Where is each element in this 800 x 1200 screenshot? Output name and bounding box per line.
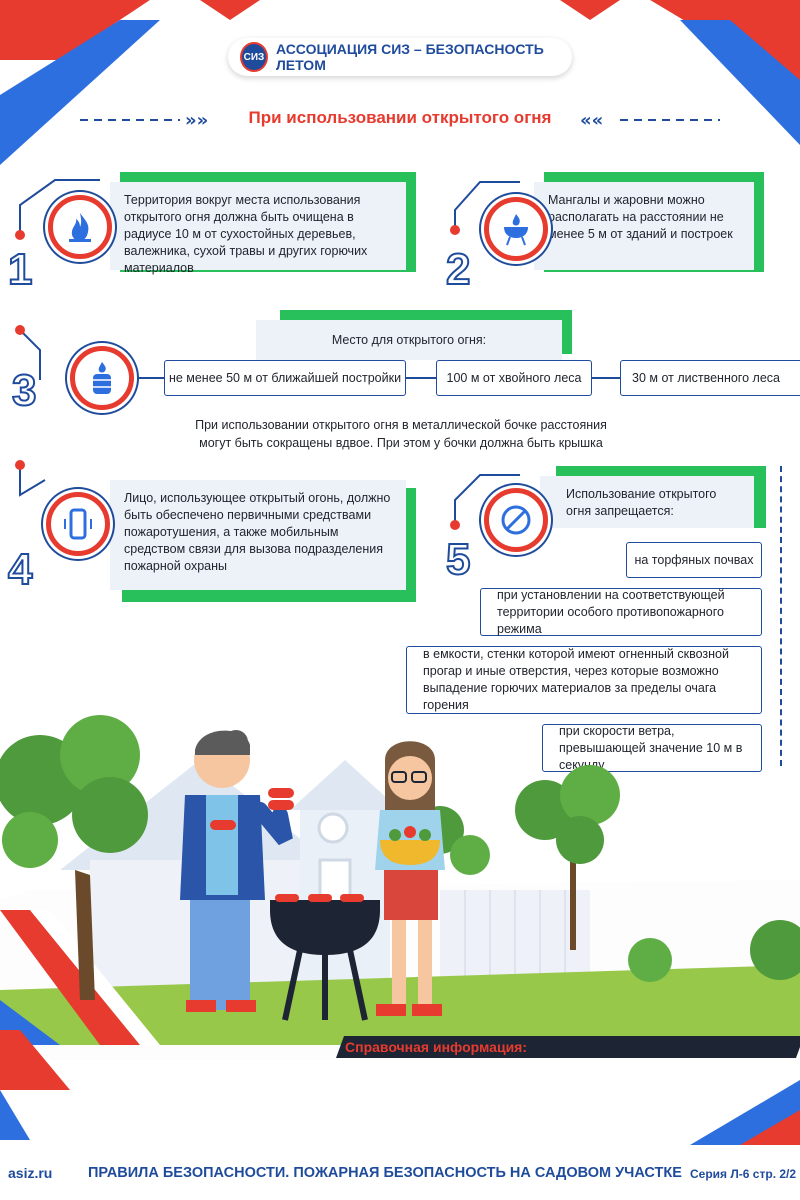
distance-1: не менее 50 м от ближайшей постройки <box>168 370 402 385</box>
woman <box>375 741 445 1016</box>
prohibition-3: в емкости, стенки которой имеют огненный… <box>423 647 729 712</box>
top-decoration <box>0 0 800 165</box>
connector-lines <box>19 179 622 525</box>
item-3-number: 3 <box>11 365 38 416</box>
item-1-badge <box>48 195 112 259</box>
barbecue-illustration <box>0 715 800 1060</box>
item-5-card: Использование открытого огня запрещается… <box>540 476 754 528</box>
vertical-dash-line <box>780 466 782 766</box>
item-2-text: Мангалы и жаровни можно располагать на р… <box>548 193 733 241</box>
prohibition-box-1: на торфяных почвах <box>626 542 762 578</box>
prohibition-box-4: при скорости ветра, превышающей значение… <box>542 724 762 772</box>
association-logo: СИЗ <box>240 42 268 72</box>
connector-dot-1 <box>15 230 25 240</box>
item-4-text: Лицо, использующее открытый огонь, должн… <box>124 491 391 573</box>
item-1-number: 1 <box>7 244 34 295</box>
footer-site[interactable]: asiz.ru <box>8 1165 53 1181</box>
barrel-note: При использовании открытого огня в метал… <box>195 418 607 450</box>
section-title: При использовании открытого огня <box>248 108 552 127</box>
left-tree <box>0 715 148 1000</box>
prohibition-2: при установлении на соответствующей терр… <box>497 587 725 636</box>
item-3-badge <box>70 346 134 410</box>
footer-title: ПРАВИЛА БЕЗОПАСНОСТИ. ПОЖАРНАЯ БЕЗОПАСНО… <box>88 1165 682 1181</box>
item-2-card: Мангалы и жаровни можно располагать на р… <box>534 182 754 270</box>
distance-box-3: 30 м от лиственного леса <box>620 360 800 396</box>
header-title: АССОЦИАЦИЯ СИЗ – БЕЗОПАСНОСТЬ ЛЕТОМ <box>275 41 544 73</box>
item-2-badge <box>484 197 548 261</box>
item-1-card: Территория вокруг места использования от… <box>110 182 406 275</box>
man <box>180 730 294 1012</box>
fire-icon <box>69 213 91 242</box>
svg-text:»»: »» <box>185 110 208 130</box>
title-arrows: »» «« <box>80 110 720 130</box>
prohibition-4: при скорости ветра, превышающей значение… <box>559 723 743 772</box>
grill <box>270 894 380 1021</box>
barrel-fire-icon <box>93 362 111 394</box>
item-4-badge <box>46 492 110 556</box>
item-3-card: Место для открытого огня: <box>256 320 562 360</box>
header-pill: СИЗ АССОЦИАЦИЯ СИЗ – БЕЗОПАСНОСТЬ ЛЕТОМ <box>228 38 572 76</box>
item-4-number: 4 <box>7 544 34 595</box>
connector-dot-4 <box>15 460 25 470</box>
connector-dot-5 <box>450 520 460 530</box>
reference-label: Справочная информация: <box>345 1039 528 1055</box>
prohibition-box-2: при установлении на соответствующей терр… <box>480 588 762 636</box>
distance-box-1: не менее 50 м от ближайшей постройки <box>164 360 406 396</box>
distance-3: 30 м от лиственного леса <box>632 370 780 385</box>
item-5-number: 5 <box>445 534 472 585</box>
footer-series: Серия Л-6 стр. 2/2 <box>690 1167 797 1181</box>
phone-icon <box>64 508 92 540</box>
grill-icon <box>504 214 528 246</box>
prohibition-1: на торфяных почвах <box>634 552 754 567</box>
connector-dot-3 <box>15 325 25 335</box>
connector-dot-2 <box>450 225 460 235</box>
item-1-text: Территория вокруг места использования от… <box>124 193 368 275</box>
prohibition-box-3: в емкости, стенки которой имеют огненный… <box>406 646 762 714</box>
item-2-number: 2 <box>445 244 472 295</box>
item-4-card: Лицо, использующее открытый огонь, должн… <box>110 480 406 590</box>
prohibited-icon <box>501 505 531 535</box>
distance-2: 100 м от хвойного леса <box>446 370 582 385</box>
svg-text:««: «« <box>580 110 603 130</box>
item-3-text: Место для открытого огня: <box>331 332 487 347</box>
bottom-decoration <box>0 1030 800 1145</box>
distance-box-2: 100 м от хвойного леса <box>436 360 592 396</box>
item-5-text: Использование открытого огня запрещается… <box>566 487 717 518</box>
item-5-badge <box>484 488 548 552</box>
